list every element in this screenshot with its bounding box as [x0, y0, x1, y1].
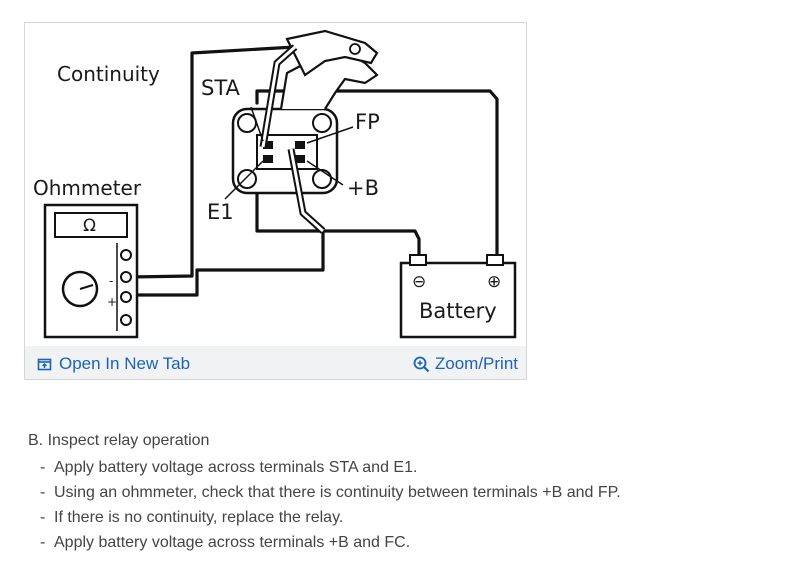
label-ohmmeter: Ohmmeter [33, 176, 142, 200]
label-continuity: Continuity [57, 62, 160, 86]
relay-connector [256, 134, 318, 170]
label-battery-plus: ⊕ [487, 272, 501, 292]
wire-e1-to-battery-minus [255, 186, 421, 257]
battery [399, 254, 517, 339]
zoom-print-link[interactable]: Zoom/Print [413, 354, 518, 374]
relay-screw-bl [237, 169, 257, 189]
step-item: Apply battery voltage across terminals +… [40, 530, 768, 555]
leader-fp [306, 126, 354, 144]
diagram-svg: Continuity STA FP +B E1 Ohmmeter Ω - + ⊖… [33, 29, 517, 339]
label-meter-plus: + [107, 295, 117, 309]
leader-plus-b [306, 160, 344, 186]
label-battery: Battery [419, 299, 497, 323]
pin-sta [263, 141, 273, 149]
label-fp: FP [355, 110, 380, 134]
relay-body [231, 107, 339, 195]
ohmmeter [43, 203, 139, 339]
step-item: Using an ohmmeter, check that there is c… [40, 480, 768, 505]
label-meter-minus: - [109, 274, 113, 288]
wires [127, 45, 499, 297]
relay-screw-br [312, 169, 332, 189]
open-in-new-tab-icon [37, 356, 53, 372]
figure-footer: Open In New Tab Zoom/Print [25, 346, 526, 379]
terminal-3 [120, 291, 132, 303]
figure-card: Continuity STA FP +B E1 Ohmmeter Ω - + ⊖… [24, 22, 527, 380]
terminal-4 [120, 314, 132, 326]
battery-body [399, 261, 517, 339]
zoom-in-icon [413, 356, 430, 373]
relay-screw-tr [312, 113, 332, 133]
wire-relay-to-battery-plus [255, 89, 499, 257]
relay [224, 29, 379, 234]
pin-e1 [263, 155, 273, 163]
instructions-steps: Apply battery voltage across terminals S… [28, 455, 768, 555]
wire-meter-to-top [127, 45, 297, 279]
open-in-new-tab-label: Open In New Tab [59, 354, 191, 373]
label-e1: E1 [207, 200, 234, 224]
instructions: B. Inspect relay operation Apply battery… [28, 430, 768, 555]
pin-fp [295, 141, 305, 149]
leader-sta [250, 106, 264, 142]
relay-mount [285, 29, 379, 77]
instructions-heading: B. Inspect relay operation [28, 432, 210, 449]
label-plus-b: +B [347, 176, 379, 200]
terminal-2 [120, 271, 132, 283]
open-in-new-tab-link[interactable]: Open In New Tab [37, 354, 190, 374]
label-ohm-symbol: Ω [83, 216, 96, 236]
zoom-print-label: Zoom/Print [434, 354, 518, 373]
terminal-1 [120, 249, 132, 261]
step-item: If there is no continuity, replace the r… [40, 505, 768, 530]
label-sta: STA [201, 76, 241, 100]
step-item: Apply battery voltage across terminals S… [40, 455, 768, 480]
mount-hole [349, 43, 361, 55]
battery-post-minus [409, 254, 427, 266]
label-battery-minus: ⊖ [412, 272, 426, 292]
ohmmeter-display [54, 212, 128, 238]
pin-plus-b [295, 155, 305, 163]
relay-test-diagram: Continuity STA FP +B E1 Ohmmeter Ω - + ⊖… [25, 23, 526, 346]
leader-e1 [224, 160, 264, 200]
wire-meter-to-probe [127, 229, 325, 297]
dial-pointer [79, 284, 94, 290]
battery-post-plus [486, 254, 504, 266]
